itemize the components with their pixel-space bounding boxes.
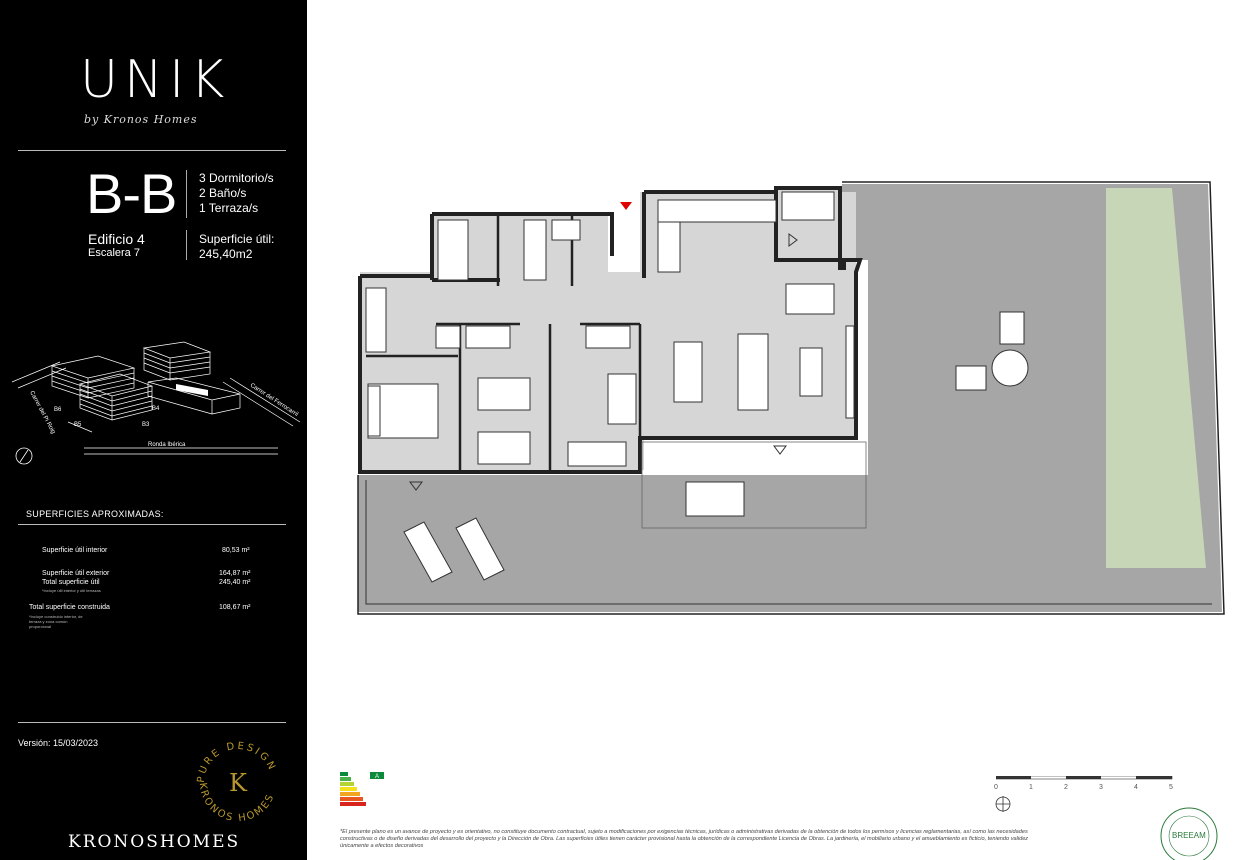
- scale-tick: 1: [1029, 784, 1033, 791]
- compass-icon: [995, 796, 1011, 812]
- sink: [551, 219, 581, 241]
- surface-row-label: Superficie útil exterior: [42, 570, 110, 577]
- pillow: [367, 385, 381, 437]
- surface-row-value: 164,87 m²: [219, 570, 251, 577]
- breeam-label: BREEAM: [1172, 831, 1206, 840]
- unit-code: B-B: [86, 162, 177, 225]
- breeam-badge-icon: [1160, 807, 1218, 860]
- scale-tick: 3: [1099, 784, 1103, 791]
- surface-row-value: 108,67 m²: [219, 604, 251, 611]
- street-line: [67, 421, 93, 433]
- divider: [18, 524, 286, 525]
- furniture: [365, 191, 1029, 583]
- sideboard: [845, 325, 855, 419]
- outdoor-round-table: [991, 349, 1029, 387]
- floor-plan: [357, 181, 1225, 615]
- block-b3: [147, 377, 241, 415]
- bathtub: [523, 219, 547, 281]
- street-label: Carrer del Ferrocarril: [249, 383, 299, 418]
- seal-letter: K: [229, 769, 248, 797]
- entrance-marker-icon: [620, 202, 632, 210]
- dining-table: [673, 341, 703, 403]
- unik-logo: UNIK: [80, 50, 231, 110]
- garden-area: [1034, 188, 1206, 568]
- terrace-area: [358, 184, 1222, 612]
- surface-note: *Incluye construido interior, de terraza…: [29, 614, 83, 629]
- block-label-b5: B5: [74, 422, 82, 428]
- sofa: [737, 333, 769, 411]
- scale-tick: 2: [1064, 784, 1068, 791]
- shower: [437, 219, 469, 281]
- north-arrow-icon: [15, 447, 33, 465]
- terraces-count: 1 Terraza/s: [199, 201, 259, 215]
- kitchen-counter: [657, 221, 681, 273]
- staircase-label: Escalera 7: [88, 247, 140, 259]
- wardrobe: [365, 287, 387, 353]
- street-label: Carrer del Pi Roig: [28, 390, 56, 435]
- armchair: [607, 373, 637, 425]
- desk-lamp-table: [567, 441, 627, 467]
- surface-row-value: 245,40 m²: [219, 579, 251, 586]
- laundry: [781, 191, 835, 221]
- site-plan: B6 B5 B4 B3 Carrer del Pi Roig Carrer de…: [11, 341, 301, 465]
- view-marker-icon: [773, 445, 787, 455]
- scale-tick: 0: [994, 784, 998, 791]
- surface-row-label: Total superficie construida: [29, 604, 110, 611]
- plot-boundary: [357, 181, 1225, 615]
- block-b6: [50, 355, 136, 399]
- outdoor-chair: [999, 311, 1025, 345]
- street-line: [84, 447, 278, 455]
- divider: [186, 230, 187, 260]
- sun-lounger: [455, 517, 505, 581]
- outdoor-chair: [955, 365, 987, 391]
- view-marker-icon: [788, 233, 798, 247]
- desk: [465, 325, 511, 349]
- pure-design-seal: PURE DESIGN KRONOS HOMES K: [196, 741, 276, 825]
- view-marker-icon: [409, 481, 423, 491]
- block-label-b4: B4: [152, 406, 160, 412]
- legal-disclaimer: *El presente plano es un avance de proye…: [340, 829, 1029, 849]
- street-line: [11, 361, 67, 389]
- block-b4: [142, 341, 212, 381]
- kitchen-counter: [657, 199, 777, 223]
- surface-row-value: 80,53 m²: [222, 547, 250, 554]
- bathrooms-count: 2 Baño/s: [199, 186, 247, 200]
- divider: [18, 722, 286, 723]
- scale-tick: 5: [1169, 784, 1173, 791]
- energy-class: A: [375, 774, 379, 780]
- desk: [585, 325, 631, 349]
- street-line: [222, 377, 301, 427]
- bed-single: [477, 431, 531, 465]
- energy-rating-icon: A: [340, 772, 384, 806]
- divider: [186, 170, 187, 218]
- building-label: Edificio 4: [88, 231, 145, 247]
- coffee-table: [799, 347, 823, 397]
- surface-note: *Incluye útil interior y útil terrazas: [42, 588, 101, 593]
- block-label-b6: B6: [54, 407, 62, 413]
- kronos-homes-logo: KRONOSHOMES: [68, 832, 241, 852]
- version-date: Versión: 15/03/2023: [18, 738, 99, 748]
- sun-lounger: [403, 521, 453, 583]
- surface-row-label: Superficie útil interior: [42, 547, 108, 554]
- pergola-outline: [641, 441, 867, 529]
- bed-single: [477, 377, 531, 411]
- street-label: Ronda Ibérica: [148, 442, 186, 448]
- block-b5: [78, 373, 154, 421]
- info-sidebar: UNIK by Kronos Homes B-B 3 Dormitorio/s …: [0, 0, 307, 860]
- outdoor-table: [685, 481, 745, 517]
- bedrooms-count: 3 Dormitorio/s: [199, 171, 274, 185]
- sofa-small: [785, 283, 835, 315]
- logo-signature: by Kronos Homes: [84, 113, 198, 126]
- block-label-b3: B3: [142, 422, 150, 428]
- surface-value: 245,40m2: [199, 247, 253, 261]
- divider: [18, 150, 286, 151]
- terrace-edge: [365, 480, 1212, 605]
- surface-row-label: Total superficie útil: [42, 579, 100, 586]
- surfaces-title: SUPERFICIES APROXIMADAS:: [26, 509, 164, 519]
- nightstand: [435, 325, 461, 349]
- surface-label: Superficie útil:: [199, 232, 275, 246]
- scale-tick: 4: [1134, 784, 1138, 791]
